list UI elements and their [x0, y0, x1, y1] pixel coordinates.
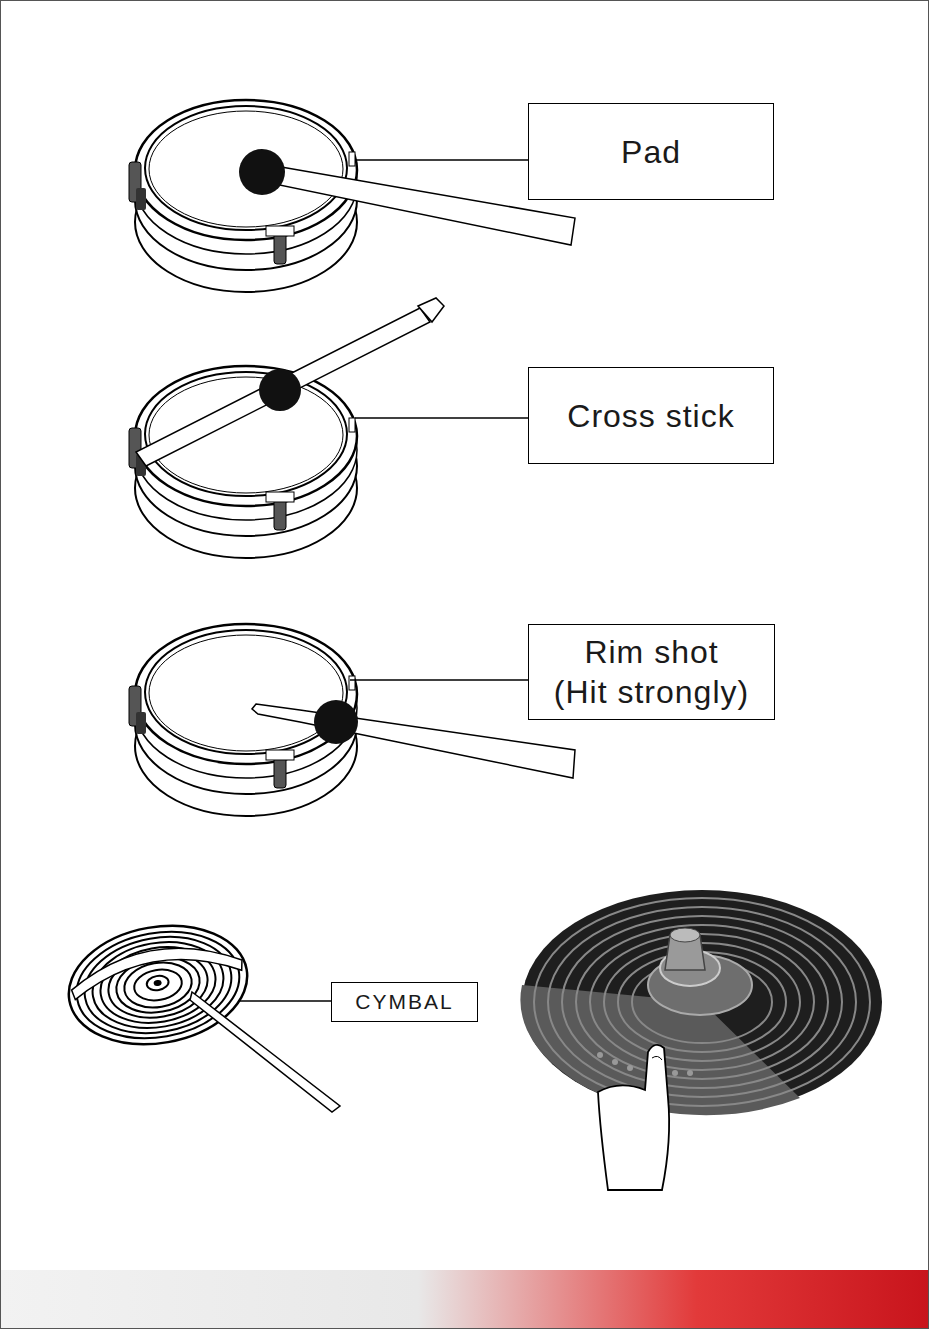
illustration-part	[670, 928, 700, 942]
leader-line	[350, 679, 528, 680]
illustration-part	[652, 1056, 662, 1060]
drum-pad	[129, 624, 357, 816]
drum-stick	[136, 308, 430, 466]
label-box: Pad	[528, 103, 774, 200]
illustration-part	[598, 1045, 669, 1190]
leader-line	[240, 1000, 331, 1001]
cymbal-photo	[520, 890, 882, 1190]
illustration-part	[132, 966, 184, 1004]
illustration-part	[612, 1059, 618, 1065]
drum-stick	[418, 298, 444, 322]
drum-pad	[129, 100, 357, 292]
illustration-part	[59, 912, 256, 1057]
illustration-part	[597, 1052, 603, 1058]
label-text: Cross stick	[567, 396, 734, 436]
label-text: CYMBAL	[355, 989, 453, 1015]
footer-band	[0, 1270, 929, 1329]
hit-point	[259, 369, 301, 411]
leader-line	[355, 417, 528, 418]
label-box: CYMBAL	[331, 982, 478, 1022]
illustration-part	[77, 926, 239, 1044]
illustration-part	[576, 925, 828, 1079]
label-box: Cross stick	[528, 367, 774, 464]
illustration-part	[672, 1070, 678, 1076]
hit-point	[314, 700, 358, 744]
drum-pad	[129, 366, 357, 558]
drum-stick	[190, 992, 340, 1112]
label-text: (Hit strongly)	[554, 672, 749, 712]
illustration-part	[534, 898, 870, 1106]
illustration-part	[548, 907, 856, 1097]
drum-stick	[252, 704, 575, 778]
illustration-part	[86, 932, 231, 1038]
illustration-part	[146, 974, 170, 992]
illustration-part	[67, 935, 243, 1000]
illustration-part	[627, 1065, 633, 1071]
leader-line	[355, 159, 528, 160]
illustration-part	[153, 979, 162, 986]
label-text: Pad	[621, 132, 681, 172]
label-box: Rim shot(Hit strongly)	[528, 624, 775, 720]
hit-point	[239, 149, 285, 195]
cymbal-pad	[59, 912, 256, 1057]
illustration-part	[68, 920, 248, 1051]
illustration-part	[562, 916, 842, 1088]
illustration-part	[687, 1070, 693, 1076]
label-text: Rim shot	[584, 632, 718, 672]
